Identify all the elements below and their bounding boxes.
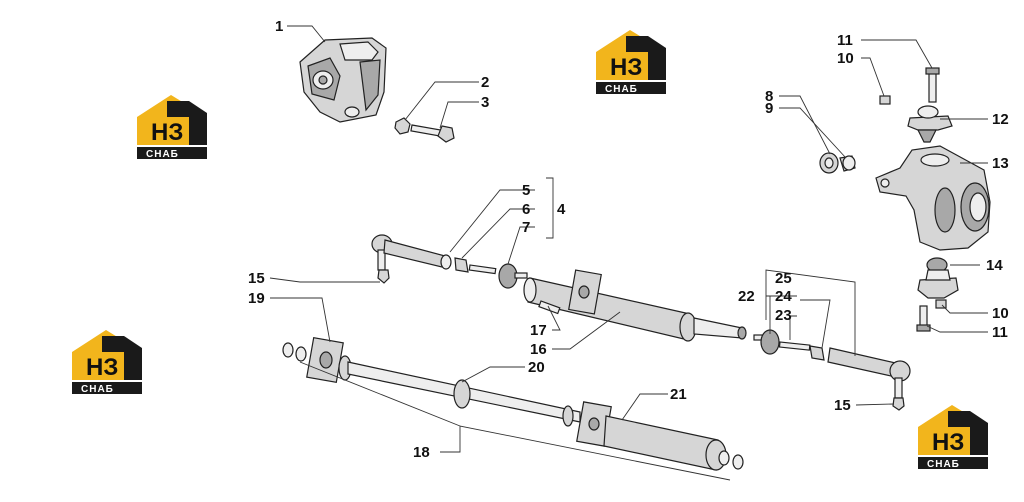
callout-10: 10	[837, 50, 854, 67]
callout-23: 23	[775, 307, 792, 324]
logo-subtext: СНАБ	[927, 459, 960, 470]
left-tie-rod-part	[371, 234, 528, 289]
callout-16: 16	[530, 341, 547, 358]
logo-subtext: СНАБ	[81, 384, 114, 395]
callout-6: 6	[522, 201, 530, 218]
callout-15: 15	[248, 270, 265, 287]
hub-carrier-part	[875, 145, 991, 251]
logo-text: НЗ	[932, 429, 964, 456]
callout-18: 18	[413, 444, 430, 461]
callout-7: 7	[522, 219, 530, 236]
callout-1: 1	[275, 18, 283, 35]
logo-subtext: СНАБ	[605, 84, 638, 95]
callout-9: 9	[765, 100, 773, 117]
knuckle-housing-part	[299, 37, 387, 123]
brand-logo: НЗ СНАБ	[137, 95, 207, 160]
upper-ball-joint-part	[879, 67, 953, 143]
callout-17: 17	[530, 322, 547, 339]
brand-logo: НЗ СНАБ	[918, 405, 988, 470]
callout-19: 19	[248, 290, 265, 307]
callout-11b: 11	[992, 324, 1008, 341]
right-tie-rod-part	[753, 329, 911, 411]
bushing-part	[819, 152, 856, 174]
brand-logo: НЗ СНАБ	[72, 330, 142, 395]
leader-lines	[269, 25, 988, 481]
logo-text: НЗ	[151, 119, 183, 146]
callout-13: 13	[992, 155, 1009, 172]
callout-labels: 1 2 3 4 5 6 7 8 9 11 10 12 13 14 15 19 1…	[248, 18, 1009, 461]
callout-11: 11	[837, 32, 853, 49]
callout-5: 5	[522, 182, 530, 199]
callout-20: 20	[528, 359, 545, 376]
callout-2: 2	[481, 74, 489, 91]
logo-text: НЗ	[610, 54, 642, 81]
callout-4: 4	[557, 201, 566, 218]
logo-subtext: СНАБ	[146, 149, 179, 160]
callout-3: 3	[481, 94, 489, 111]
lower-cylinder-part	[282, 337, 744, 471]
callout-14: 14	[986, 257, 1003, 274]
logo-text: НЗ	[86, 354, 118, 381]
callout-25: 25	[775, 270, 792, 287]
callout-21: 21	[670, 386, 687, 403]
brand-logo: НЗ СНАБ	[596, 30, 666, 95]
callout-15b: 15	[834, 397, 851, 414]
lower-ball-joint-part	[916, 257, 959, 332]
callout-10b: 10	[992, 305, 1009, 322]
callout-22: 22	[738, 288, 755, 305]
callout-12: 12	[992, 111, 1009, 128]
bolt-nut-part	[394, 117, 455, 143]
callout-24: 24	[775, 288, 792, 305]
steering-cylinder-part	[523, 269, 747, 342]
callout-8: 8	[765, 88, 773, 105]
